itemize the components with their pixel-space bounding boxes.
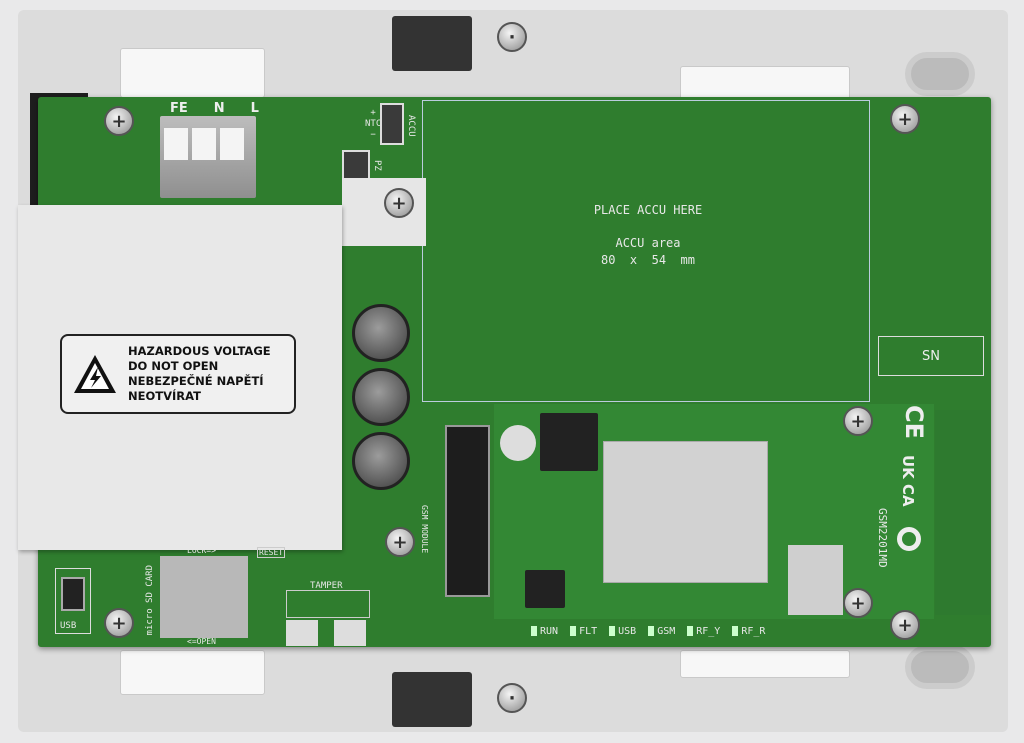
sd-card-label: micro SD CARD [145,565,155,636]
ce-mark: CE [900,405,928,440]
ntc-minus: − [370,130,376,140]
warning-text: HAZARDOUS VOLTAGE DO NOT OPEN NEBEZPEČNÉ… [128,344,271,404]
led-rf-y: RF_Y [687,626,720,637]
usb-port-frame: USB [55,568,91,634]
case-slot [120,48,265,98]
power-terminal-block[interactable] [160,116,256,198]
module-name: GSM2201MD [876,508,889,568]
capacitor [352,368,410,426]
inductor [540,413,598,471]
ic-chip [525,570,565,608]
shield-bracket [342,178,426,246]
screw-icon: · [497,683,527,713]
warning-triangle-icon [74,355,116,393]
rf-shield [603,441,768,583]
screw-icon: · [497,22,527,52]
accu-title: PLACE ACCU HERE [593,203,703,217]
antenna-area [935,410,990,615]
warning-line: DO NOT OPEN [128,359,219,373]
screw-icon: + [843,406,873,436]
gsm-module-label: GSM MODULE [420,505,429,554]
led-rf-r: RF_R [732,626,765,637]
reset-label: RESET [257,547,286,558]
tamper-label: TAMPER [310,581,343,591]
led-gsm: GSM [648,626,675,637]
ntc-labels: + NTC − [365,108,381,141]
case-slot [120,650,265,695]
accu-connector[interactable] [380,103,404,145]
m2-slot [445,425,490,597]
accu-area-outline [422,100,870,402]
screw-icon: + [890,610,920,640]
ukca-mark: UK CA [899,455,917,507]
accu-area-label: ACCU area [615,236,681,250]
tamper-connector[interactable] [334,620,366,646]
mounting-hole [905,645,975,689]
accu-label: ACCU [406,115,416,137]
label-fe: FE [170,101,188,116]
led-indicators: RUN FLT USB GSM RF_Y RF_R [531,626,765,637]
sim-card-slot[interactable] [788,545,843,615]
sn-label: SN [922,348,940,364]
screw-icon: + [385,527,415,557]
sd-open-label: <=OPEN [187,637,216,646]
usb-label: USB [60,621,77,631]
screw-icon: + [843,588,873,618]
hazard-warning-label: HAZARDOUS VOLTAGE DO NOT OPEN NEBEZPEČNÉ… [60,334,296,414]
capacitor [352,304,410,362]
warning-line: NEOTVÍRAT [128,389,201,403]
warning-line: HAZARDOUS VOLTAGE [128,344,271,358]
screw-icon: + [384,188,414,218]
case-clip [392,16,472,71]
label-n: N [213,101,225,116]
led-usb: USB [609,626,636,637]
screw-icon: + [890,104,920,134]
screw-icon: + [104,608,134,638]
case-clip [392,672,472,727]
mounting-hole [905,52,975,96]
ntc-plus: + [370,108,376,118]
led-flt: FLT [570,626,597,637]
accu-size: 80 x 54 mm [601,253,695,267]
tamper-jumpers[interactable] [286,590,370,618]
capacitor [352,432,410,490]
brand-logo-icon [897,527,921,551]
label-l: L [250,101,259,116]
tamper-connector[interactable] [286,620,318,646]
case-slot [680,650,850,678]
warning-line: NEBEZPEČNÉ NAPĚTÍ [128,374,264,388]
screw-icon: + [104,106,134,136]
micro-sd-slot[interactable] [160,556,248,638]
led-run: RUN [531,626,558,637]
case-slot [680,66,850,100]
sd-lock-label: LOCK=> [187,546,216,555]
serial-number-box: SN [878,336,984,376]
buzzer [500,425,536,461]
pz-label: PZ [372,160,382,171]
ntc-label: NTC [365,119,382,129]
terminal-labels: FE N L [170,101,259,116]
usb-port[interactable] [61,577,85,611]
